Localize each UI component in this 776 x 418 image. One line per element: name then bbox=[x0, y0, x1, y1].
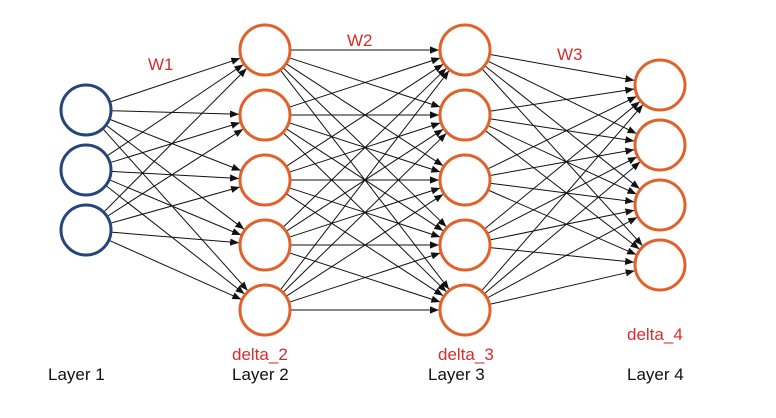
connection-l3-n4-to-l4-n3 bbox=[489, 208, 635, 241]
layer-label-1: Layer 1 bbox=[48, 365, 105, 384]
neuron-layer-4-node-2 bbox=[633, 118, 687, 172]
layer-label-2: Layer 2 bbox=[232, 365, 289, 384]
neuron-layer-2-node-5 bbox=[238, 283, 292, 337]
connection-l3-n3-to-l4-n3 bbox=[489, 182, 635, 205]
connection-l2-n5-to-l3-n3 bbox=[285, 193, 444, 297]
neuron-layer-4-node-4 bbox=[633, 238, 687, 292]
connection-l1-n1-to-l2-n3 bbox=[109, 118, 241, 171]
connection-l3-n1-to-l4-n3 bbox=[484, 65, 640, 190]
connection-l3-n2-to-l4-n1 bbox=[489, 86, 635, 112]
connection-l3-n4-to-l4-n4 bbox=[489, 247, 635, 265]
connection-l3-n5-to-l4-n4 bbox=[489, 269, 635, 305]
connection-l3-n2-to-l4-n4 bbox=[484, 129, 640, 250]
connection-l2-n5-to-l3-n1 bbox=[279, 70, 450, 291]
connection-l3-n5-to-l4-n1 bbox=[481, 104, 644, 292]
neuron-layer-2-node-1 bbox=[238, 23, 292, 77]
neuron-layer-1-node-3 bbox=[59, 203, 113, 257]
connection-l3-n4-to-l4-n1 bbox=[483, 101, 641, 230]
connection-l3-n5-to-l4-n3 bbox=[486, 216, 638, 299]
connection-l3-n5-to-l4-n2 bbox=[483, 161, 641, 295]
delta-label-layer-4: delta_4 bbox=[627, 325, 683, 344]
connection-l1-n3-to-l2-n2 bbox=[106, 128, 244, 217]
neuron-layer-3-node-5 bbox=[438, 283, 492, 337]
delta-label-layer-3: delta_3 bbox=[438, 345, 494, 364]
connection-l1-n3-to-l2-n4 bbox=[110, 231, 240, 246]
layer-label-3: Layer 3 bbox=[428, 365, 485, 384]
layer-label-4: Layer 4 bbox=[627, 365, 684, 384]
connection-l3-n2-to-l4-n3 bbox=[487, 125, 637, 195]
neuron-layer-3-node-4 bbox=[438, 218, 492, 272]
connection-l1-n2-to-l2-n3 bbox=[110, 170, 240, 182]
connection-l3-n2-to-l4-n2 bbox=[489, 118, 635, 144]
connection-l1-n3-to-l2-n1 bbox=[103, 68, 248, 213]
delta-label-layer-2: delta_2 bbox=[232, 345, 288, 364]
connection-l1-n3-to-l2-n3 bbox=[109, 185, 241, 224]
neuron-layer-2-node-3 bbox=[238, 153, 292, 207]
neuron-layer-1-node-1 bbox=[59, 83, 113, 137]
neuron-layer-4-node-1 bbox=[633, 58, 687, 112]
connection-l2-n5-to-l3-n4 bbox=[288, 252, 441, 303]
neuron-layer-2-node-2 bbox=[238, 88, 292, 142]
connection-l3-n3-to-l4-n1 bbox=[487, 95, 637, 170]
connection-l3-n1-to-l4-n2 bbox=[487, 60, 637, 135]
connection-l3-n3-to-l4-n4 bbox=[487, 189, 637, 256]
connection-l1-n1-to-l2-n5 bbox=[102, 128, 249, 291]
connection-l2-n5-to-l3-n2 bbox=[282, 132, 447, 293]
neuron-layer-3-node-2 bbox=[438, 88, 492, 142]
connection-l1-n2-to-l2-n2 bbox=[109, 121, 241, 164]
connection-l3-n1-to-l4-n4 bbox=[481, 68, 643, 247]
neuron-layer-1-node-2 bbox=[59, 143, 113, 197]
connection-l1-n3-to-l2-n5 bbox=[108, 239, 242, 300]
weight-label-w2: W2 bbox=[347, 31, 373, 50]
connection-l1-n2-to-l2-n4 bbox=[108, 179, 242, 236]
connection-l3-n4-to-l4-n2 bbox=[486, 156, 638, 235]
connection-l1-n2-to-l2-n5 bbox=[105, 185, 245, 295]
connection-l1-n1-to-l2-n2 bbox=[110, 110, 240, 118]
weight-label-w3: W3 bbox=[557, 45, 583, 64]
neuron-layer-2-node-4 bbox=[238, 218, 292, 272]
connection-l3-n1-to-l4-n1 bbox=[489, 53, 635, 83]
connection-l2-n2-to-l3-n1 bbox=[288, 57, 441, 108]
connection-l1-n2-to-l2-n1 bbox=[106, 64, 244, 157]
neuron-layer-3-node-1 bbox=[438, 23, 492, 77]
weight-label-w1: W1 bbox=[148, 55, 174, 74]
neuron-layer-3-node-3 bbox=[438, 153, 492, 207]
neuron-layer-4-node-3 bbox=[633, 178, 687, 232]
connection-l3-n3-to-l4-n2 bbox=[489, 147, 635, 177]
connection-l2-n3-to-l3-n1 bbox=[285, 63, 444, 167]
connections bbox=[102, 46, 644, 314]
connection-l1-n1-to-l2-n4 bbox=[105, 124, 245, 230]
connection-l1-n1-to-l2-n1 bbox=[109, 57, 241, 103]
neurons bbox=[59, 23, 687, 337]
connection-l2-n4-to-l3-n1 bbox=[282, 67, 447, 228]
